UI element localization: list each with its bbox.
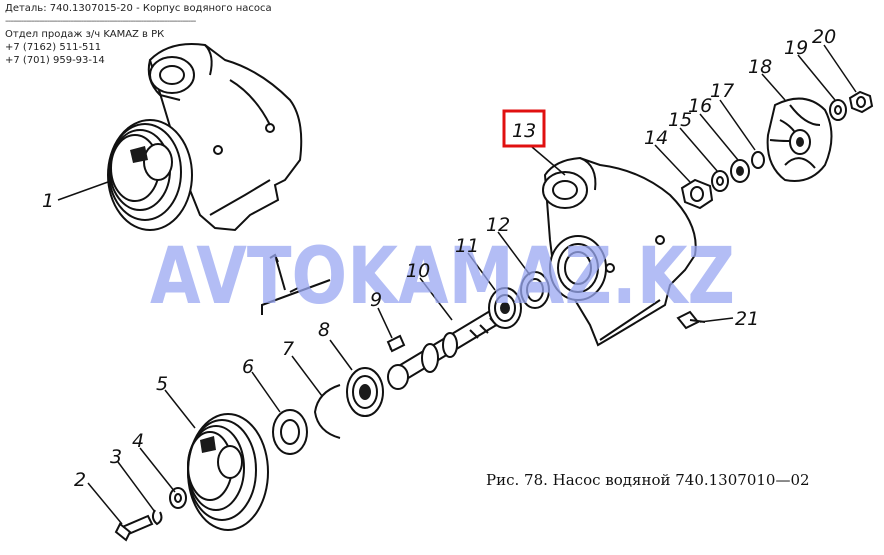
ring-part-17 <box>751 151 765 169</box>
callout-4: 4 <box>132 430 144 452</box>
detail-title: Деталь: 740.1307015-20 - Корпус водяного… <box>5 3 272 14</box>
leader-lines <box>57 44 857 525</box>
bolt-part-2 <box>114 514 154 542</box>
callout-13: 13 <box>512 120 536 142</box>
callout-14: 14 <box>644 127 668 149</box>
bearing-part-11 <box>488 287 522 329</box>
assembled-pump-drawing <box>107 43 303 232</box>
callout-8: 8 <box>318 319 330 341</box>
assembly-direction-arrow <box>261 253 331 315</box>
pump-housing-part-13 <box>542 156 697 347</box>
washer-part-4 <box>169 487 187 509</box>
nut-part-14 <box>680 178 714 210</box>
washer-part-15 <box>711 170 729 192</box>
seal-part-6 <box>272 409 308 455</box>
phone-2: +7 (701) 959-93-14 <box>5 55 105 66</box>
phone-1: +7 (7162) 511-511 <box>5 42 102 53</box>
callout-2: 2 <box>74 469 86 491</box>
figure-caption: Рис. 78. Насос водяной 740.1307010—02 <box>486 471 810 489</box>
callout-20: 20 <box>812 26 836 48</box>
callout-15: 15 <box>668 109 692 131</box>
callout-1: 1 <box>42 190 54 212</box>
seal-part-16 <box>730 159 750 183</box>
bearing-part-8 <box>346 367 384 417</box>
callout-7: 7 <box>282 338 294 360</box>
nut-part-20 <box>848 90 874 114</box>
callout-17: 17 <box>710 80 734 102</box>
callout-12: 12 <box>486 214 510 236</box>
sales-department: Отдел продаж з/ч KAMAZ в РК <box>5 29 165 40</box>
header-info: Деталь: 740.1307015-20 - Корпус водяного… <box>5 2 272 67</box>
pulley-part-5 <box>187 413 269 531</box>
callout-9: 9 <box>370 289 382 311</box>
key-part-9 <box>386 334 406 353</box>
highlight-box <box>502 109 546 148</box>
callout-16: 16 <box>688 95 712 117</box>
callout-18: 18 <box>748 56 772 78</box>
callout-10: 10 <box>406 260 430 282</box>
callout-21: 21 <box>735 308 759 330</box>
seal-part-12 <box>520 271 550 309</box>
callout-labels: 1 2 3 4 5 6 7 8 9 10 11 12 13 14 15 16 1… <box>42 26 836 491</box>
lock-washer-part-3 <box>151 509 163 526</box>
callout-19: 19 <box>784 37 808 59</box>
callout-11: 11 <box>455 235 479 257</box>
watermark-text: AVTOKAMAZ.KZ <box>150 232 735 322</box>
impeller-part-18 <box>766 97 833 182</box>
callout-3: 3 <box>110 446 122 468</box>
callout-5: 5 <box>156 373 168 395</box>
callout-6: 6 <box>242 356 254 378</box>
washer-part-19 <box>829 99 847 121</box>
snap-ring-part-7 <box>313 384 341 439</box>
header-separator: ----------------------------------------… <box>5 16 196 27</box>
